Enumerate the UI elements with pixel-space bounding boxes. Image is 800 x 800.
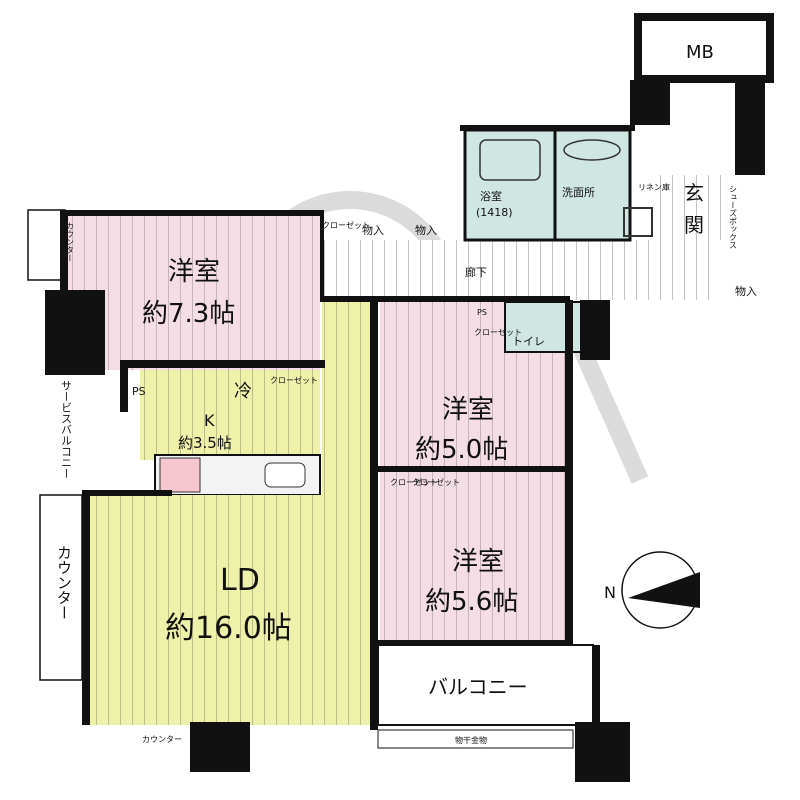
compass-north-label: N [604, 583, 616, 602]
ps-1-label: PS [132, 385, 146, 398]
entrance-label-2: 関 [684, 213, 704, 237]
bathroom [463, 128, 557, 242]
bath-size: (1418) [476, 206, 513, 219]
ld-name: LD [220, 563, 260, 598]
mb-label: MB [686, 42, 714, 63]
walls [45, 80, 765, 782]
storage-1-label: 物入 [362, 223, 384, 237]
closet-a-label: クローゼット [322, 220, 370, 230]
laundry-pole-label: 物干金物 [455, 735, 487, 745]
counter-label: カウンター [66, 222, 75, 262]
hallway [320, 240, 720, 300]
bath-name: 浴室 [480, 189, 502, 203]
mb-box [634, 13, 774, 83]
balcony [377, 644, 594, 726]
closet-d-label: クローゼット [390, 477, 438, 487]
entrance [660, 175, 730, 240]
counter-bottom-label: カウンター [142, 735, 182, 744]
balcony-label: バルコニー [428, 675, 528, 699]
compass: N [604, 551, 700, 629]
western-room-3-size: 約5.6帖 [425, 587, 518, 617]
western-room-1 [65, 215, 320, 370]
storage-2-label: 物入 [415, 223, 437, 237]
western-room-1-name: 洋室 [168, 257, 220, 287]
living-dining [90, 495, 375, 725]
hallway-label: 廊下 [465, 265, 487, 279]
fridge-label: 冷 [234, 381, 252, 402]
western-room-2-size: 約5.0帖 [415, 435, 508, 465]
western-room-3 [380, 470, 565, 640]
closet-b-label: クローゼット [270, 375, 318, 385]
washroom-label: 洗面所 [562, 186, 595, 199]
closet-e-label: クローゼット [412, 477, 460, 487]
ps-2-label: PS [477, 308, 487, 317]
storage-3-label: 物入 [735, 284, 757, 298]
shoes-box-label: シューズボックス [729, 185, 738, 249]
ld-size: 約16.0帖 [165, 611, 292, 646]
western-room-1-size: 約7.3帖 [142, 299, 235, 329]
toilet-label: トイレ [512, 335, 545, 348]
western-room-2-name: 洋室 [442, 395, 494, 425]
kitchen-name: K [204, 411, 215, 430]
service-balcony-label: サービスバルコニー [60, 380, 73, 479]
linen-label: リネン庫 [638, 182, 670, 192]
counter-side-label: カウンター [55, 545, 73, 620]
western-room-3-name: 洋室 [452, 547, 504, 577]
entrance-label-1: 玄 [684, 181, 704, 205]
kitchen-size: 約3.5帖 [178, 434, 232, 452]
kitchen [140, 370, 320, 460]
closet-c-label: クローゼット [474, 327, 522, 337]
